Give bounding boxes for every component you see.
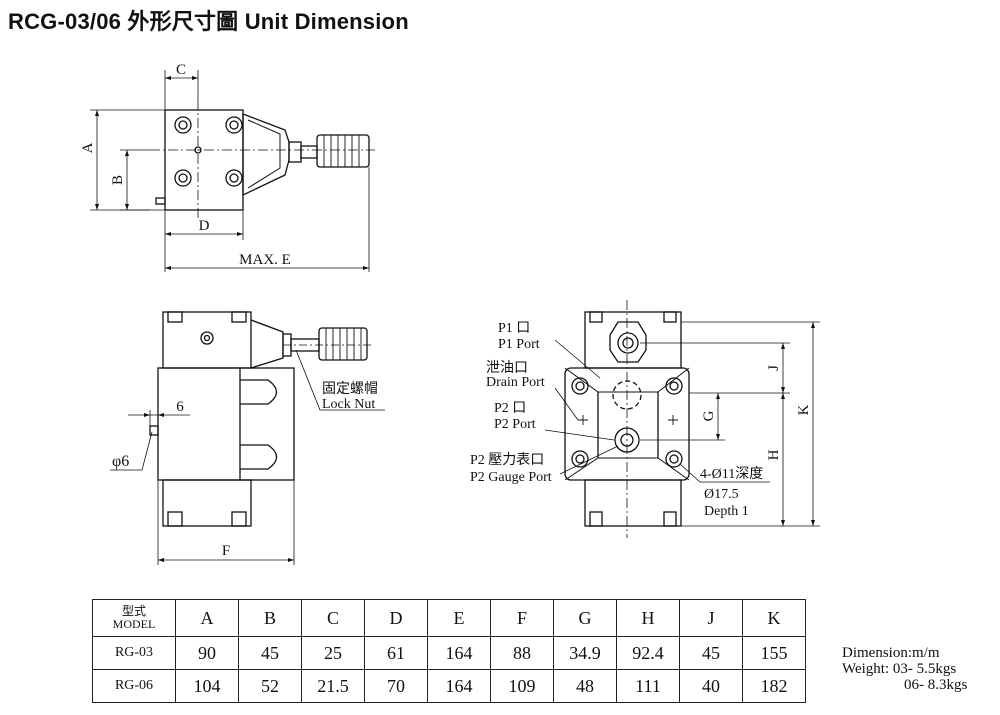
mounting-hole	[571, 377, 589, 395]
table-cell: 109	[490, 669, 554, 703]
dim-phi6-label: φ6	[112, 453, 129, 470]
header-d: D	[364, 599, 428, 637]
table-cell: 21.5	[301, 669, 365, 703]
table-cell: 88	[490, 636, 554, 670]
header-j: J	[679, 599, 743, 637]
table-cell: 164	[427, 636, 491, 670]
table-cell: 45	[238, 636, 302, 670]
p1-label-en: P1 Port	[498, 337, 540, 352]
header-f: F	[490, 599, 554, 637]
lock-nut-label-cn: 固定螺帽	[322, 381, 378, 397]
holes-label-1: 4-Ø11深度	[700, 466, 763, 482]
table-cell: 52	[238, 669, 302, 703]
model-header: 型式 MODEL	[92, 599, 176, 637]
specifications: Dimension:m/m Weight: 03- 5.5kgs 06- 8.3…	[842, 645, 967, 693]
table-cell: 25	[301, 636, 365, 670]
table-cell: 92.4	[616, 636, 680, 670]
table-cell: 104	[175, 669, 239, 703]
top-view-bolt	[225, 116, 243, 134]
table-row: RG-03 90 45 25 61 164 88 34.9 92.4 45 15…	[92, 636, 806, 670]
p1-label-cn: P1 口	[498, 321, 530, 336]
port-view: P1 口 P1 Port 泄油口 Drain Port P2 口 P2 Port…	[470, 300, 820, 538]
table-row: RG-06 104 52 21.5 70 164 109 48 111 40 1…	[92, 669, 806, 703]
header-b: B	[238, 599, 302, 637]
table-cell: 182	[742, 669, 806, 703]
table-cell: 34.9	[553, 636, 617, 670]
gauge-label-en: P2 Gauge Port	[470, 470, 552, 485]
top-view-bolt	[174, 116, 192, 134]
page-title: RCG-03/06 外形尺寸圖 Unit Dimension	[8, 9, 409, 34]
header-a: A	[175, 599, 239, 637]
dimension-unit: Dimension:m/m	[842, 645, 940, 661]
dimension-table: 型式 MODEL A B C D E F G H J K RG-03 90 45…	[92, 599, 806, 703]
table-cell: 111	[616, 669, 680, 703]
row-model: RG-03	[92, 636, 176, 670]
mounting-hole	[665, 450, 683, 468]
drain-label-en: Drain Port	[486, 375, 545, 390]
mounting-hole	[665, 377, 683, 395]
top-view-bolt	[174, 169, 192, 187]
front-view-knob	[318, 327, 368, 361]
table-cell: 90	[175, 636, 239, 670]
dim-b-label: B	[110, 175, 126, 185]
header-c: C	[301, 599, 365, 637]
dim-g-label: G	[701, 410, 717, 421]
dimension-drawing: C A B D MAX. E	[80, 62, 820, 565]
top-view-bonnet	[242, 113, 290, 197]
gauge-label-cn: P2 壓力表口	[470, 452, 544, 468]
port-view-bottom-block	[584, 479, 682, 527]
header-g: G	[553, 599, 617, 637]
dim-six-label: 6	[176, 399, 184, 415]
mounting-hole	[571, 450, 589, 468]
header-e: E	[427, 599, 491, 637]
front-view: 6 φ6 固定螺帽 Lock Nut F	[110, 311, 385, 565]
top-view-bolt	[225, 169, 243, 187]
top-view-knob	[316, 134, 370, 168]
holes-label-2: Ø17.5	[704, 487, 739, 502]
dim-f-label: F	[222, 543, 230, 559]
weight-03: Weight: 03- 5.5kgs	[842, 661, 957, 677]
dim-h-label: H	[766, 449, 782, 460]
table-cell: 164	[427, 669, 491, 703]
dim-k-label: K	[796, 404, 812, 415]
top-view: C A B D MAX. E	[80, 62, 375, 272]
table-cell: 48	[553, 669, 617, 703]
dim-max-e-label: MAX. E	[239, 252, 291, 268]
table-cell: 70	[364, 669, 428, 703]
p2-label-en: P2 Port	[494, 417, 536, 432]
dim-j-label: J	[766, 365, 782, 371]
dim-a-label: A	[80, 142, 96, 153]
table-cell: 155	[742, 636, 806, 670]
holes-label-3: Depth 1	[704, 504, 749, 519]
header-k: K	[742, 599, 806, 637]
row-model: RG-06	[92, 669, 176, 703]
header-h: H	[616, 599, 680, 637]
table-cell: 45	[679, 636, 743, 670]
table-cell: 40	[679, 669, 743, 703]
drain-label-cn: 泄油口	[486, 360, 528, 376]
table-header-row: 型式 MODEL A B C D E F G H J K	[92, 599, 806, 637]
dim-c-label: C	[176, 62, 186, 78]
table-cell: 61	[364, 636, 428, 670]
p2-label-cn: P2 口	[494, 401, 526, 416]
lock-nut-label-en: Lock Nut	[322, 397, 375, 412]
front-view-base	[162, 479, 252, 527]
top-view-body	[164, 109, 244, 211]
weight-06: 06- 8.3kgs	[904, 677, 968, 693]
dim-d-label: D	[199, 218, 210, 234]
port-view-top-block	[584, 311, 682, 369]
